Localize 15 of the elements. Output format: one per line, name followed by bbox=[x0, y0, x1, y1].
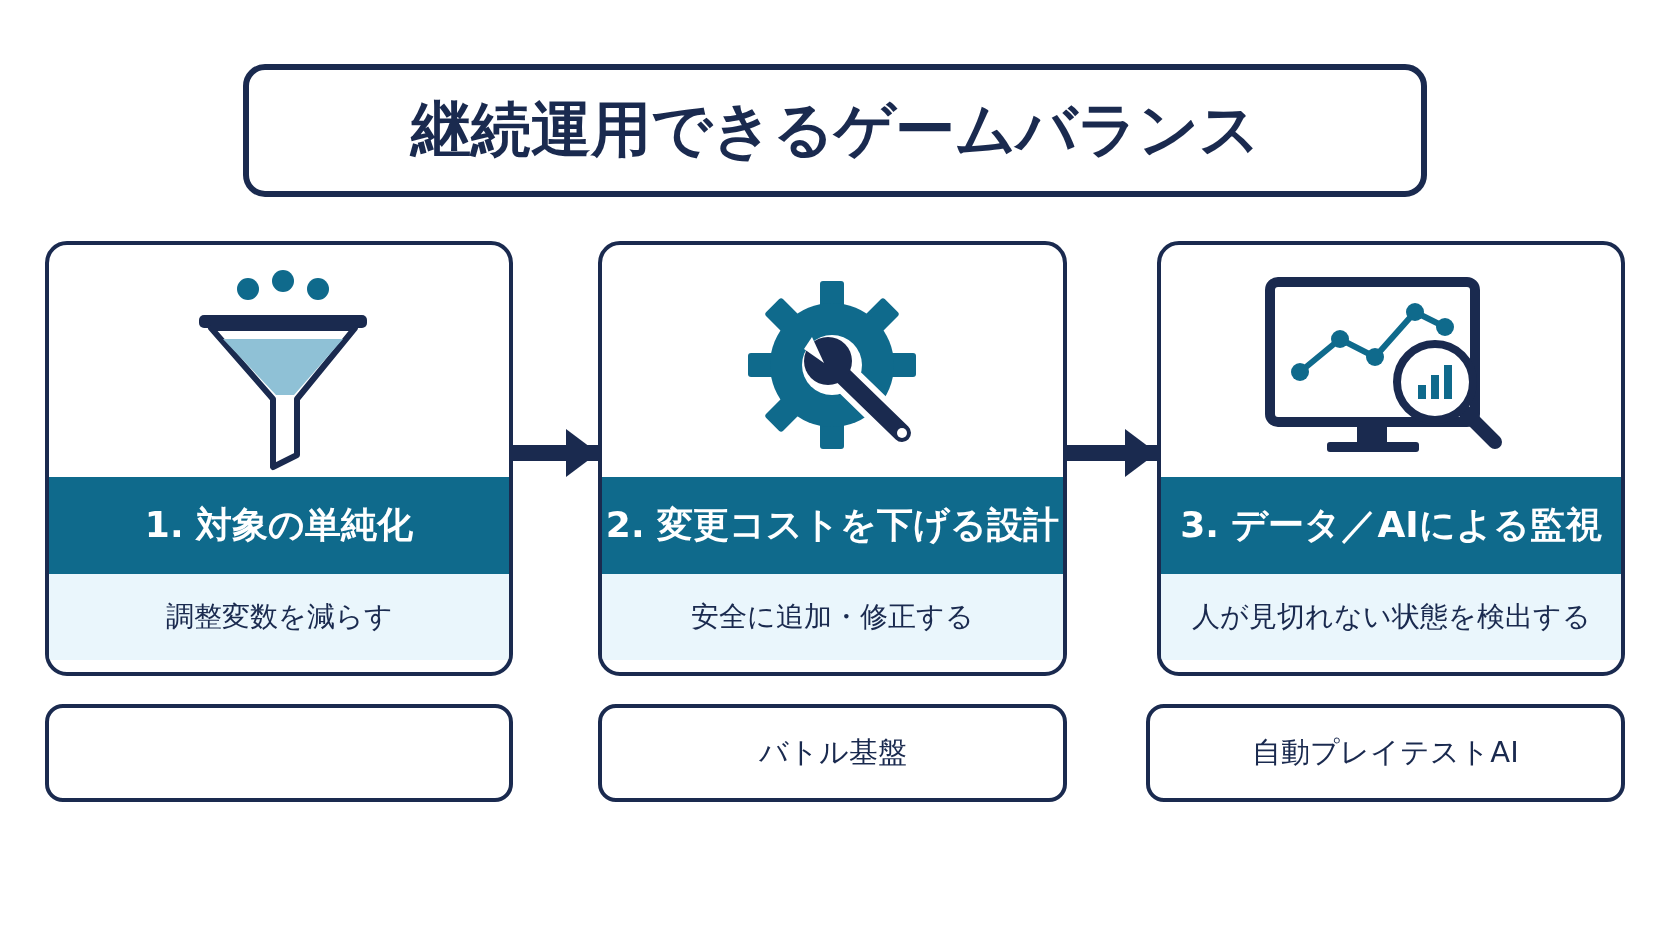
step-card bbox=[1157, 241, 1625, 676]
title-box: 継続運用できるゲームバランス bbox=[243, 64, 1427, 197]
example-box bbox=[45, 704, 513, 802]
step-description: 調整変数を減らす bbox=[49, 574, 509, 660]
step-card bbox=[45, 241, 513, 676]
arrow bbox=[1067, 429, 1157, 477]
step-description: 安全に追加・修正する bbox=[602, 574, 1063, 660]
example-box: バトル基盤 bbox=[598, 704, 1067, 802]
arrow bbox=[513, 429, 598, 477]
step-card bbox=[598, 241, 1067, 676]
example-box: 自動プレイテストAI bbox=[1146, 704, 1625, 802]
step-heading: 1. 対象の単純化 bbox=[49, 477, 509, 574]
step-heading: 3. データ／AIによる監視 bbox=[1161, 477, 1621, 574]
step-heading: 2. 変更コストを下げる設計 bbox=[602, 477, 1063, 574]
step-description: 人が見切れない状態を検出する bbox=[1161, 574, 1621, 660]
